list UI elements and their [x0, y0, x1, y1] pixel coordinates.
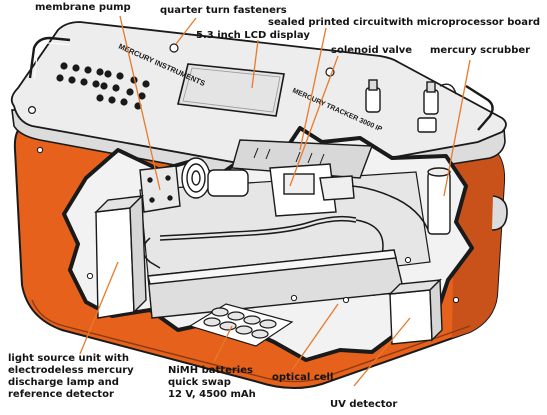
leader-solenoid: [289, 55, 339, 187]
label-light-source-line-4: reference detector: [8, 389, 114, 400]
leader-sealed-board: [299, 27, 327, 151]
leader-scrubber: [443, 59, 471, 197]
label-mercury-scrubber: mercury scrubber: [430, 45, 531, 56]
leader-lcd: [251, 39, 259, 89]
label-light-source-line-2: electrodeless mercury: [8, 365, 134, 376]
cutaway-interior: [36, 126, 474, 362]
case-screws: [36, 146, 460, 304]
nimh-batteries: [188, 303, 294, 347]
label-light-source-line-1: light source unit with: [8, 353, 129, 364]
leader-batteries: [213, 325, 233, 363]
leader-membrane-pump: [119, 15, 161, 191]
solenoid-valve: [269, 163, 355, 217]
case-bottom-rim: [31, 299, 471, 383]
leader-lines: [79, 15, 471, 387]
lid: [10, 21, 507, 188]
label-batteries-line-3: 12 V, 4500 mAh: [168, 389, 256, 400]
uv-detector-unit: [388, 278, 443, 345]
label-batteries-line-2: quick swap: [168, 377, 231, 388]
keypad: [56, 62, 150, 110]
label-uv-detector: UV detector: [330, 399, 398, 410]
leader-quarter-turn: [175, 17, 197, 45]
label-quarter-turn-fasteners: quarter turn fasteners: [160, 5, 287, 16]
leader-uv-detector: [353, 317, 411, 387]
label-membrane-pump: membrane pump: [35, 2, 131, 13]
label-light-source-unit: light source unit with electrodeless mer…: [8, 353, 134, 401]
label-sealed-printed-circuit: sealed printed circuitwith microprocesso…: [268, 17, 541, 28]
leader-light-source: [79, 261, 119, 355]
optical-cell: [147, 249, 405, 319]
circuit-board: [231, 139, 373, 179]
mercury-scrubber: [427, 167, 451, 235]
side-handle: [491, 195, 508, 231]
label-solenoid-valve: solenoid valve: [331, 45, 413, 56]
label-batteries-line-1: NiMH batteries: [168, 365, 253, 376]
lid-connectors: [365, 79, 457, 133]
lid-handle-right: [465, 84, 494, 131]
lid-handle: [28, 36, 71, 79]
label-light-source-line-3: discharge lamp and: [8, 377, 119, 388]
label-lcd-display: 5.3 inch LCD display: [196, 30, 310, 41]
lcd-screen: [177, 63, 285, 117]
membrane-pump: [139, 157, 249, 213]
leader-optical-cell: [291, 303, 339, 371]
case-right-face: [452, 150, 505, 338]
label-nimh-batteries: NiMH batteries quick swap 12 V, 4500 mAh: [168, 365, 256, 401]
label-optical-cell: optical cell: [272, 372, 334, 383]
light-source-unit: [94, 194, 147, 319]
